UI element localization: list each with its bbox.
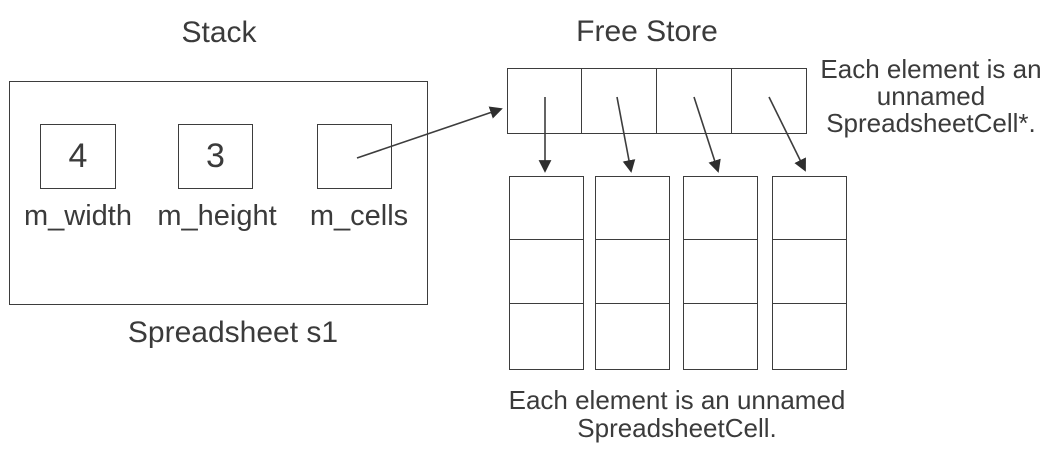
pointer-array-note-line: SpreadsheetCell*.: [826, 108, 1036, 138]
cell-column-2: [595, 176, 670, 370]
cell-column-4: [772, 176, 847, 370]
stack-object-label: Spreadsheet s1: [127, 316, 339, 349]
cell-note-line: SpreadsheetCell.: [577, 413, 777, 443]
stack-title: Stack: [181, 16, 257, 49]
field-label-m-cells: m_cells: [309, 200, 409, 232]
column-cell-divider: [684, 303, 757, 305]
column-cell-divider: [510, 239, 583, 241]
cell-note-line: Each element is an unnamed: [508, 385, 846, 415]
field-box-m-cells: [317, 124, 392, 189]
cell-column-1: [509, 176, 584, 370]
stack-object-box: [9, 81, 428, 305]
column-cell-divider: [684, 239, 757, 241]
free-store-title: Free Store: [576, 15, 718, 48]
field-label-m-width: m_width: [24, 200, 132, 232]
pointer-array: [507, 68, 807, 134]
cell-column-3: [683, 176, 758, 370]
pointer-array-cell-divider: [581, 69, 583, 133]
field-value-m-width: 4: [68, 137, 88, 175]
column-cell-divider: [773, 239, 846, 241]
field-value-m-height: 3: [206, 137, 225, 175]
pointer-array-note-line: Each element is an: [820, 54, 1042, 84]
column-cell-divider: [596, 303, 669, 305]
pointer-array-cell-divider: [731, 69, 733, 133]
cell-note: Each element is an unnamed SpreadsheetCe…: [477, 386, 877, 442]
pointer-array-cell-divider: [656, 69, 658, 133]
field-box-m-width: 4: [40, 124, 116, 189]
pointer-array-note-line: unnamed: [876, 81, 986, 111]
column-cell-divider: [596, 239, 669, 241]
field-label-m-height: m_height: [157, 200, 277, 232]
field-box-m-height: 3: [178, 124, 253, 189]
pointer-array-note: Each element is an unnamed SpreadsheetCe…: [800, 56, 1059, 137]
column-cell-divider: [773, 303, 846, 305]
column-cell-divider: [510, 303, 583, 305]
